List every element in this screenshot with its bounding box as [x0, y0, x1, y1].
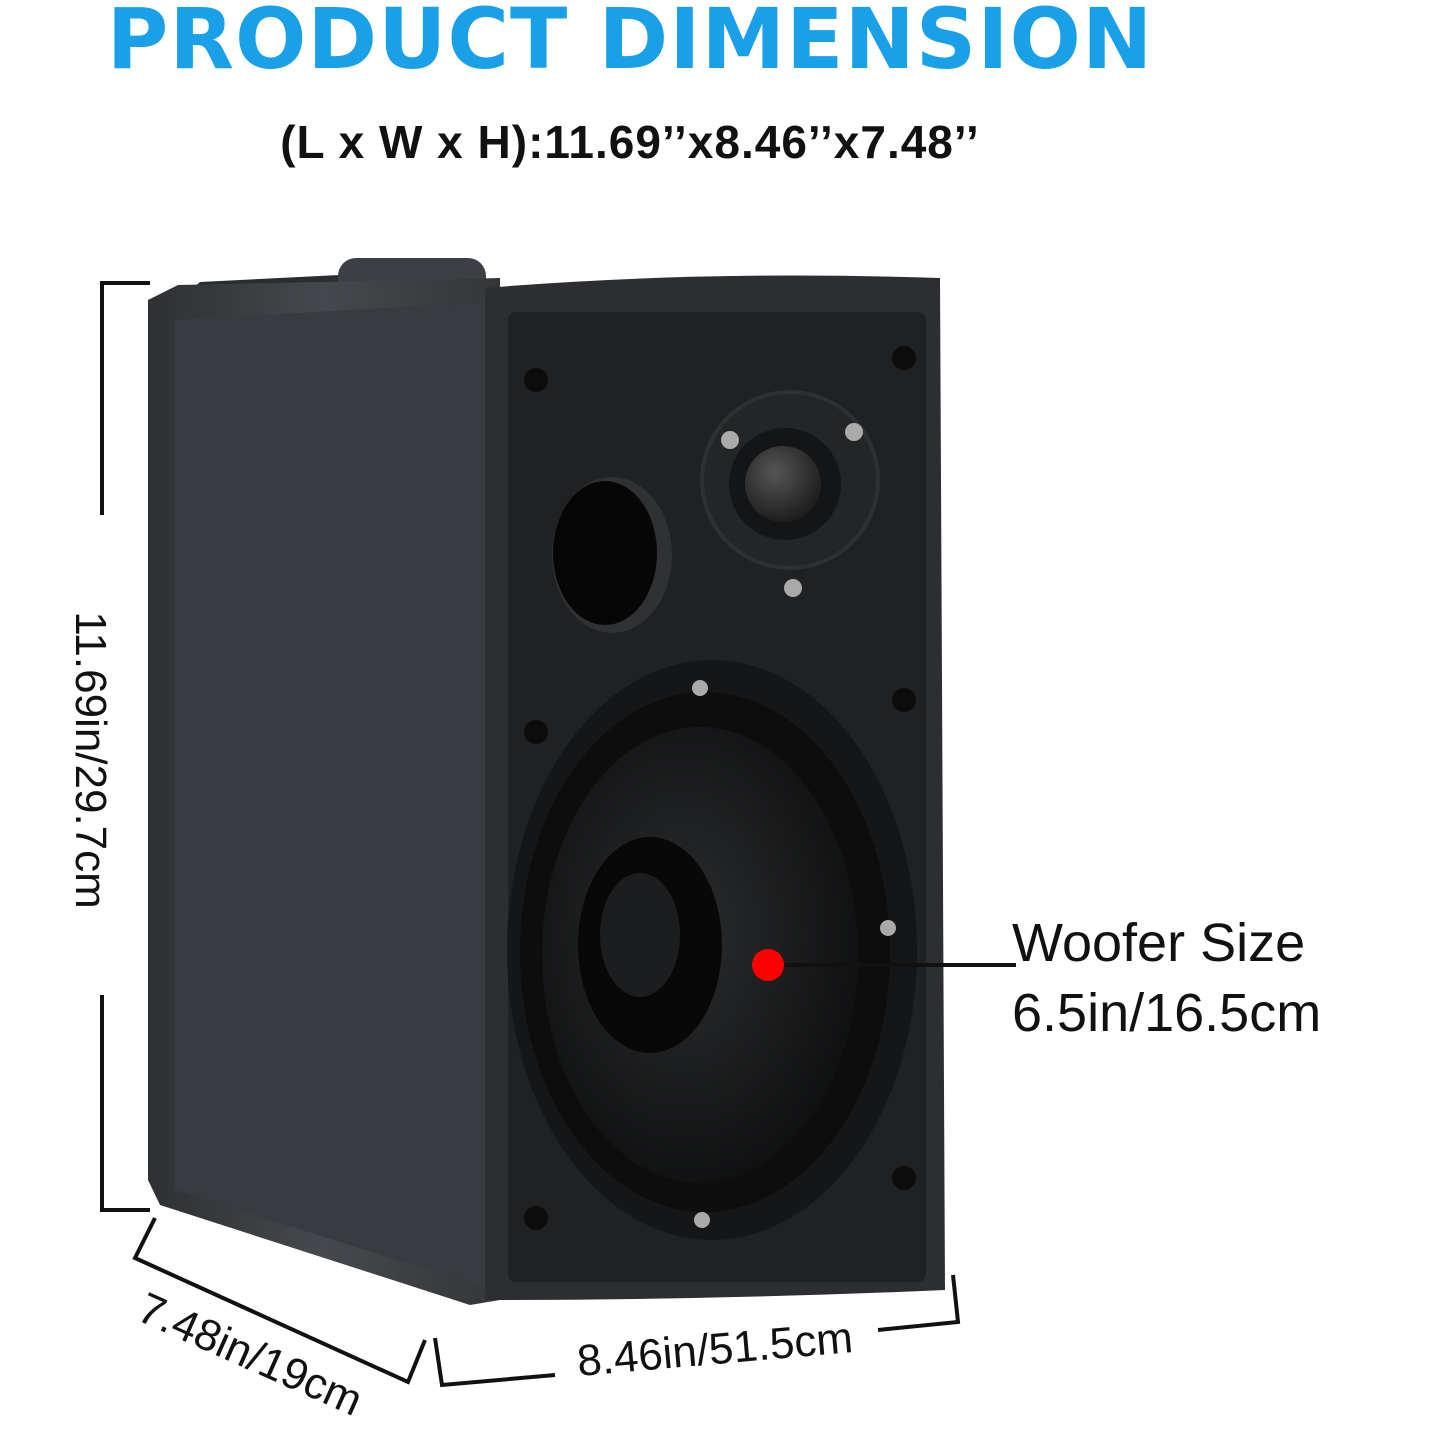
woofer-size-callout: Woofer Size 6.5in/16.5cm	[1012, 908, 1321, 1048]
height-dimension-line	[100, 281, 150, 1212]
woofer-marker	[752, 949, 784, 981]
tweeter	[700, 390, 880, 597]
overall-dimensions: (L x W x H):11.69’’x8.46’’x7.48’’	[280, 116, 980, 168]
woofer	[507, 660, 917, 1240]
page-title: PRODUCT DIMENSION	[106, 0, 1154, 88]
depth-dimension-line	[132, 1217, 427, 1385]
bass-port	[552, 477, 672, 633]
height-label: 11.69in/29.7cm	[66, 611, 115, 909]
woofer-size-value: 6.5in/16.5cm	[1012, 983, 1322, 1043]
width-dimension-line	[433, 1274, 961, 1388]
woofer-size-title: Woofer Size	[1012, 913, 1306, 973]
screw-icon	[524, 346, 916, 1230]
